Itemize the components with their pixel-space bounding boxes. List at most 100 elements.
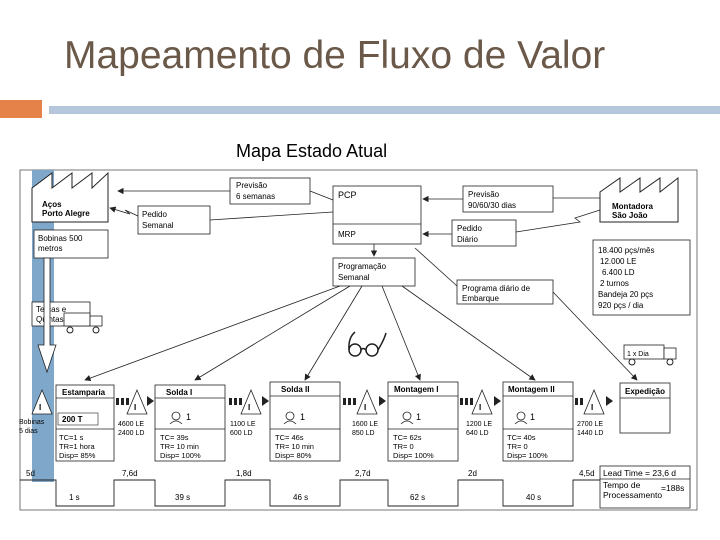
daily-shipping-program-2: Embarque (462, 294, 499, 303)
svg-text:I: I (134, 403, 136, 412)
forecast-to-supplier-2: 6 semanas (236, 192, 275, 201)
process-montagem-i: Montagem I 1 TC= 62s TR= 0 Disp= 100% (387, 381, 459, 462)
operator-icon (285, 411, 295, 421)
title-accent-bar (0, 100, 42, 118)
machine-badge (57, 412, 99, 426)
operator-count: 1 (186, 412, 191, 422)
supplier-name-1: Aços (42, 200, 62, 209)
timeline-process: 39 s (175, 493, 190, 502)
process-data: TC=1 s (59, 433, 84, 442)
pcp-label: PCP (338, 190, 357, 200)
process-data: TC= 40s (507, 433, 536, 442)
demand-line: 12.000 LE (600, 257, 636, 266)
operator-count: 1 (300, 412, 305, 422)
customer-name-1: Montadora (612, 202, 653, 211)
forecast-to-supplier-1: Previsão (236, 181, 268, 190)
process-expedicao: Expedição (619, 382, 671, 434)
mrp-label: MRP (338, 230, 356, 239)
inventory-label: Bobinas (19, 419, 45, 426)
shipping-frequency: 1 x Dia (627, 351, 649, 358)
daily-order-2: Diário (457, 235, 478, 244)
timeline-ladder (20, 479, 600, 507)
forecast-from-customer-1: Previsão (468, 190, 500, 199)
truck-icon (63, 312, 103, 334)
timeline-wait: 1,8d (236, 469, 252, 478)
inventory-triangle-icon: I (31, 388, 53, 415)
weekly-schedule-1: Programação (338, 262, 387, 271)
forecast-from-customer-box (462, 185, 554, 213)
inventory-label: 850 LD (352, 430, 375, 437)
svg-text:I: I (364, 403, 366, 412)
process-estamparia: Estamparia 200 T TC=1 s TR=1 hora Disp= … (55, 384, 115, 462)
truck-icon: 1 x Dia (623, 344, 677, 366)
slide-title: Mapeamento de Fluxo de Valor (64, 34, 606, 77)
processing-time-value: =188s (661, 483, 684, 493)
demand-line: 2 turnos (600, 279, 629, 288)
customer-demand-box (592, 239, 691, 316)
process-solda-ii: Solda II 1 TC= 46s TR= 10 min Disp= 80% (269, 381, 341, 462)
timeline-wait: 2d (468, 469, 477, 478)
lead-time: Lead Time = 23,6 d (603, 468, 676, 478)
timeline-wait: 2,7d (355, 469, 371, 478)
process-name: Solda I (166, 388, 192, 397)
forecast-from-customer-2: 90/60/30 dias (468, 201, 516, 210)
demand-line: 6.400 LD (602, 268, 635, 277)
shipment-arrow (37, 257, 57, 374)
process-name: Montagem II (508, 385, 555, 394)
inventory-triangle-icon: I (126, 388, 148, 415)
timeline-process: 46 s (293, 493, 308, 502)
machine-badge-label: 200 T (62, 415, 83, 424)
process-data: TR= 0 (393, 442, 414, 451)
process-data: TR= 10 min (160, 442, 199, 451)
timeline-process: 62 s (410, 493, 425, 502)
inventory-label: 1100 LE (230, 421, 256, 428)
supplier-bobinas-1: Bobinas 500 (38, 234, 83, 243)
process-data: Disp= 100% (393, 451, 434, 460)
operator-icon (516, 411, 526, 421)
supplier-name-2: Porto Alegre (42, 209, 90, 218)
timeline-wait: 4,5d (579, 469, 595, 478)
weekly-schedule-box (332, 257, 416, 287)
inventory-label: 2400 LD (118, 430, 144, 437)
title-underline-bar (49, 106, 720, 114)
operator-icon (171, 411, 181, 421)
inventory-label: 1200 LE (466, 421, 492, 428)
svg-text:I: I (479, 403, 481, 412)
svg-text:I: I (591, 403, 593, 412)
demand-line: 920 pçs / dia (598, 301, 644, 310)
customer-name-2: São João (612, 211, 648, 220)
process-data: Disp= 85% (59, 451, 96, 460)
process-data: TR=1 hora (59, 442, 95, 451)
demand-line: 18.400 pçs/mês (598, 246, 654, 255)
process-name: Estamparia (62, 388, 106, 397)
processing-time-label: Tempo de (603, 480, 641, 490)
processing-time-label: Processamento (603, 490, 662, 500)
svg-text:I: I (248, 403, 250, 412)
delivery-days-1: Terças e (36, 305, 67, 314)
process-data: TR= 0 (507, 442, 528, 451)
weekly-order-1: Pedido (142, 210, 167, 219)
svg-text:I: I (39, 403, 41, 412)
operator-count: 1 (416, 412, 421, 422)
daily-order-1: Pedido (457, 224, 482, 233)
inventory-triangle-icon: I (583, 388, 605, 415)
inventory-triangle-icon: I (240, 388, 262, 415)
weekly-order-box (137, 205, 211, 235)
map-frame (19, 169, 698, 511)
weekly-order-2: Semanal (142, 221, 174, 230)
process-solda-i: Solda I 1 TC= 39s TR= 10 min Disp= 100% (154, 384, 226, 462)
weekly-schedule-2: Semanal (338, 273, 370, 282)
demand-line: Bandeja 20 pçs (598, 290, 653, 299)
process-name: Solda II (281, 385, 309, 394)
inventory-triangle-icon: I (471, 388, 493, 415)
pcp-box (332, 185, 422, 245)
inventory-label: 4600 LE (118, 421, 144, 428)
supplier-bobinas-box (33, 229, 109, 259)
process-data: TC= 62s (393, 433, 422, 442)
process-name: Expedição (625, 387, 665, 396)
timeline-summary-box (599, 465, 691, 509)
timeline-process: 40 s (526, 493, 541, 502)
process-data: Disp= 100% (507, 451, 548, 460)
inventory-label: 1440 LD (577, 430, 603, 437)
